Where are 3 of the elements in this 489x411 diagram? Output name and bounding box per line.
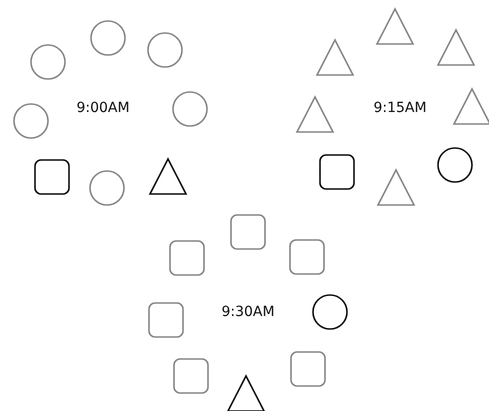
time-label: 9:15AM [373,100,427,116]
time-label: 9:00AM [76,100,130,116]
time-label: 9:30AM [221,304,275,320]
